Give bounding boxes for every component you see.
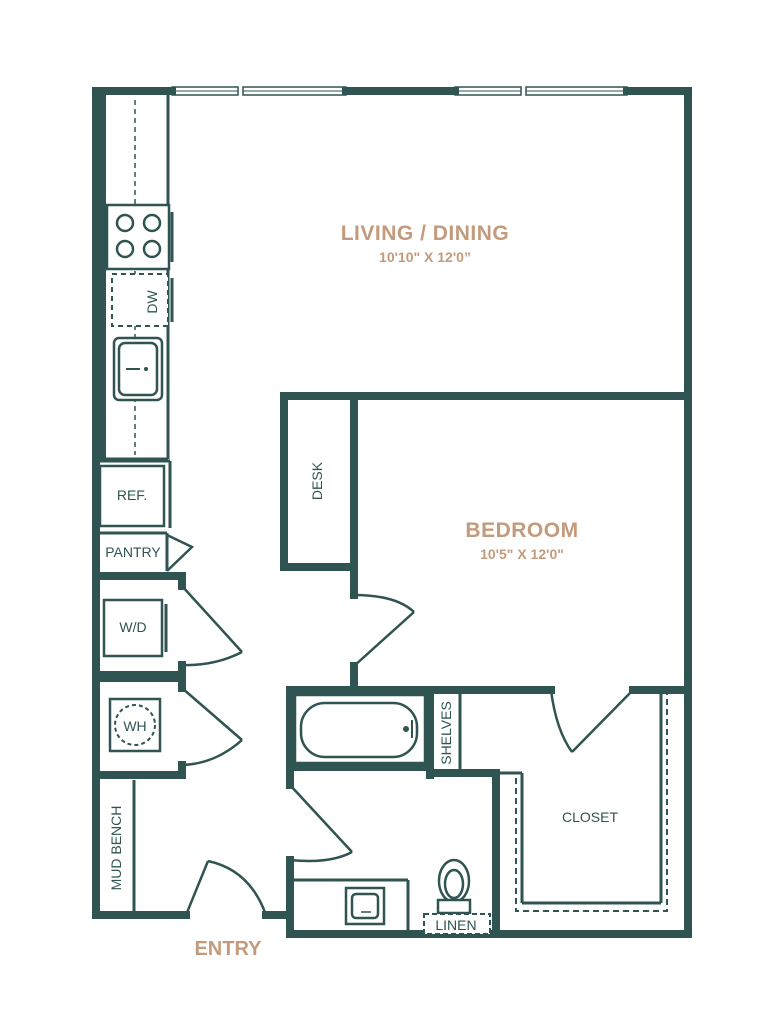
- vanity: [292, 878, 410, 931]
- linen-label: LINEN: [435, 917, 476, 933]
- bedroom-title: BEDROOM: [465, 519, 578, 542]
- ref-label: REF.: [117, 487, 147, 503]
- bathroom-door: [289, 784, 353, 863]
- dw-label: DW: [144, 290, 160, 314]
- pantry-label: PANTRY: [105, 544, 161, 560]
- water-heater-closet: [92, 674, 243, 779]
- mud-bench-label: MUD BENCH: [108, 806, 124, 891]
- interior-walls: [280, 392, 692, 938]
- wh-label: WH: [123, 718, 146, 734]
- exterior-walls: [92, 87, 692, 938]
- toilet-icon: [436, 858, 472, 915]
- bathroom-walls: [290, 688, 500, 938]
- desk-label: DESK: [309, 461, 325, 500]
- shelves-label: SHELVES: [438, 701, 454, 765]
- bathtub-icon: [293, 693, 427, 765]
- kitchen-sink-icon: [112, 336, 164, 402]
- living-dining-dims: 10'10" X 12'0”: [379, 249, 471, 265]
- dishwasher-icon: [111, 273, 174, 327]
- washer-dryer-closet: [92, 572, 243, 679]
- pantry: [96, 531, 195, 572]
- linen-cabinet: [423, 913, 491, 935]
- windows: [171, 86, 628, 96]
- entry-door: [184, 859, 268, 916]
- bedroom-dims: 10'5" X 12'0": [480, 546, 564, 562]
- entry-label: ENTRY: [194, 938, 262, 960]
- bedroom-door: [353, 593, 415, 667]
- refrigerator: [96, 459, 172, 528]
- closet-label: CLOSET: [562, 809, 618, 825]
- closet: [500, 689, 668, 912]
- range-icon: [105, 203, 174, 271]
- living-dining-title: LIVING / DINING: [341, 222, 510, 245]
- wd-label: W/D: [119, 619, 146, 635]
